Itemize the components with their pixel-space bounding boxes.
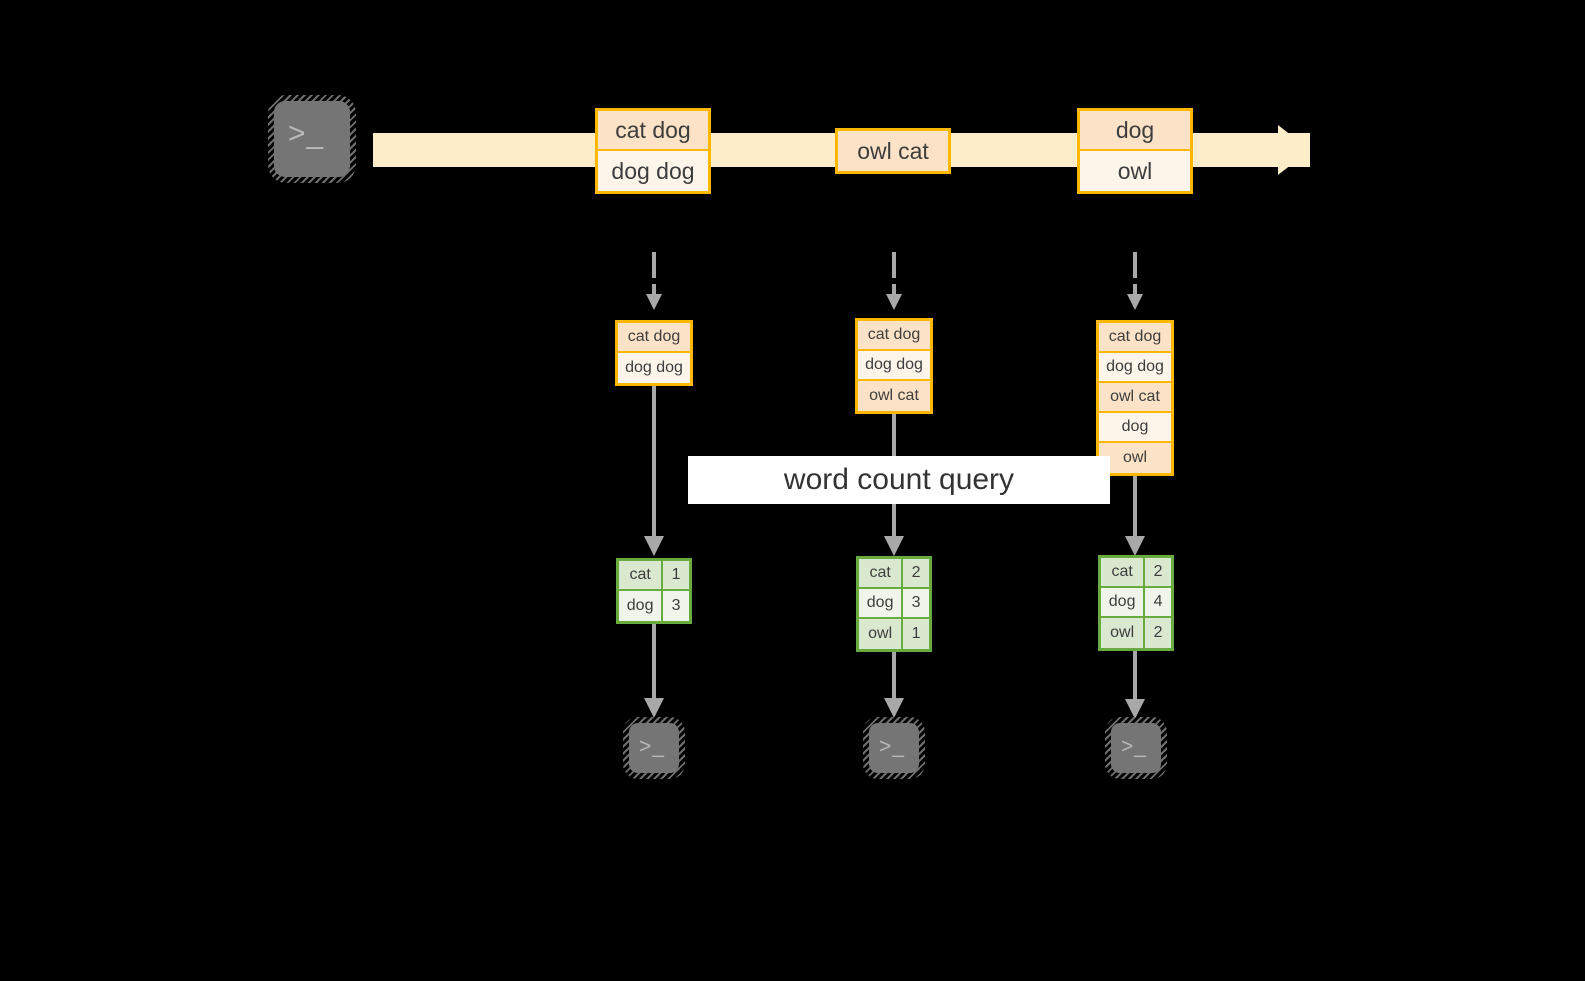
result-key: dog xyxy=(859,589,904,617)
consumer-terminal-icon-2: >_ xyxy=(863,717,925,779)
result-key: dog xyxy=(1101,588,1146,616)
result-key: cat xyxy=(859,559,904,587)
dashed-feed-arrow-3 xyxy=(1127,252,1143,310)
result-value: 3 xyxy=(663,591,689,621)
stream-group-2: owl cat xyxy=(835,128,951,174)
result-key: cat xyxy=(1101,558,1146,586)
terminal-prompt-glyph: >_ xyxy=(1121,735,1147,758)
stream-record: cat dog xyxy=(598,111,708,151)
snapshot-record: owl cat xyxy=(858,381,930,411)
dashed-feed-arrow-2 xyxy=(886,252,902,310)
snapshot-3-result-table: cat 2 dog 4 owl 2 xyxy=(1098,555,1174,651)
snapshot-2-result-table: cat 2 dog 3 owl 1 xyxy=(856,556,932,652)
output-arrow-3 xyxy=(1125,651,1145,719)
stream-group-3: dog owl xyxy=(1077,108,1193,194)
terminal-face xyxy=(1111,723,1161,773)
snapshot-1-records: cat dog dog dog xyxy=(615,320,693,386)
stream-group-1: cat dog dog dog xyxy=(595,108,711,194)
result-key: owl xyxy=(859,619,904,649)
query-label-band: word count query xyxy=(688,456,1110,504)
snapshot-record: cat dog xyxy=(618,323,690,353)
result-value: 1 xyxy=(663,561,689,589)
result-value: 4 xyxy=(1145,588,1171,616)
consumer-terminal-icon-3: >_ xyxy=(1105,717,1167,779)
result-row: cat 1 xyxy=(619,561,689,591)
result-row: dog 4 xyxy=(1101,588,1171,618)
snapshot-record: owl xyxy=(1099,443,1171,473)
stream-record: dog xyxy=(1080,111,1190,151)
snapshot-record: cat dog xyxy=(1099,323,1171,353)
result-value: 1 xyxy=(903,619,929,649)
terminal-prompt-glyph: >_ xyxy=(639,735,665,758)
result-value: 3 xyxy=(903,589,929,617)
snapshot-record: dog dog xyxy=(858,351,930,381)
stream-arrowhead-icon xyxy=(1278,125,1310,175)
snapshot-record: cat dog xyxy=(858,321,930,351)
terminal-prompt-glyph: >_ xyxy=(288,117,325,150)
snapshot-record: dog dog xyxy=(1099,353,1171,383)
snapshot-2-records: cat dog dog dog owl cat xyxy=(855,318,933,414)
query-arrow-3 xyxy=(1125,476,1145,556)
stream-record: owl xyxy=(1080,151,1190,191)
result-key: dog xyxy=(619,591,664,621)
terminal-prompt-glyph: >_ xyxy=(879,735,905,758)
snapshot-3-records: cat dog dog dog owl cat dog owl xyxy=(1096,320,1174,476)
result-row: owl 2 xyxy=(1101,618,1171,648)
stream-record: dog dog xyxy=(598,151,708,191)
output-arrow-1 xyxy=(644,624,664,718)
result-row: owl 1 xyxy=(859,619,929,649)
result-value: 2 xyxy=(903,559,929,587)
dashed-feed-arrow-1 xyxy=(646,252,662,310)
result-key: cat xyxy=(619,561,664,589)
snapshot-1-result-table: cat 1 dog 3 xyxy=(616,558,692,624)
producer-terminal-icon: >_ xyxy=(268,95,356,183)
consumer-terminal-icon-1: >_ xyxy=(623,717,685,779)
result-value: 2 xyxy=(1145,558,1171,586)
terminal-face xyxy=(274,101,350,177)
result-row: cat 2 xyxy=(859,559,929,589)
output-arrow-2 xyxy=(884,652,904,718)
snapshot-record: dog xyxy=(1099,413,1171,443)
snapshot-record: dog dog xyxy=(618,353,690,383)
result-key: owl xyxy=(1101,618,1146,648)
terminal-face xyxy=(629,723,679,773)
result-row: dog 3 xyxy=(619,591,689,621)
terminal-face xyxy=(869,723,919,773)
stream-record: owl cat xyxy=(838,131,948,171)
result-value: 2 xyxy=(1145,618,1171,648)
query-arrow-1 xyxy=(644,386,664,556)
query-label-text: word count query xyxy=(783,463,1015,496)
snapshot-record: owl cat xyxy=(1099,383,1171,413)
result-row: dog 3 xyxy=(859,589,929,619)
result-row: cat 2 xyxy=(1101,558,1171,588)
